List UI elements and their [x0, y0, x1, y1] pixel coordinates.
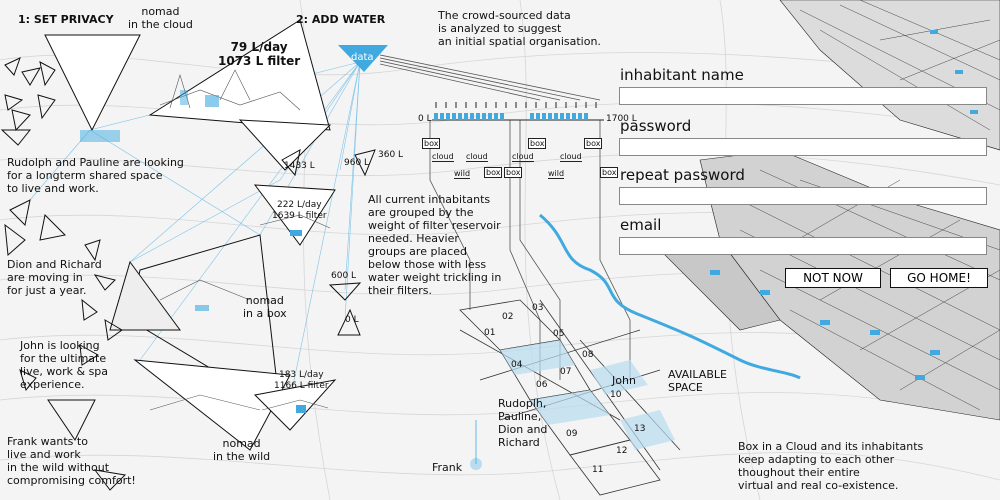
- scale-start: 0 L: [418, 114, 432, 124]
- filter-box-label: 222 L/day 1639 L filter: [272, 200, 327, 221]
- filter-wild-label: 183 L/day 1166 L filter: [274, 370, 329, 391]
- nomad-wild-label: nomad in the wild: [213, 437, 271, 463]
- tag-box: box: [484, 167, 503, 178]
- plan-number: 03: [532, 303, 544, 313]
- data-label: data: [351, 52, 374, 63]
- plan-label-group: Rudoplh, Pauline, Dion and Richard: [498, 397, 548, 449]
- tag-box: box: [504, 167, 523, 178]
- plan-number: 06: [536, 380, 548, 390]
- plan-number: 08: [582, 350, 594, 360]
- tag-box: box: [422, 138, 441, 149]
- cluster-windows: [710, 30, 978, 380]
- plan-number: 09: [566, 429, 578, 439]
- step1-heading: 1: SET PRIVACY: [18, 13, 114, 26]
- volume-0: 0 L: [345, 315, 359, 325]
- isometric-box-cluster: [659, 0, 1000, 421]
- plan-label-frank: Frank: [432, 461, 463, 474]
- plan-number: 05: [553, 329, 565, 339]
- plan-number: 12: [616, 446, 628, 456]
- rudolph-pauline-text: Rudolph and Pauline are looking for a lo…: [7, 156, 184, 195]
- frank-text: Frank wants to live and work in the wild…: [7, 435, 136, 487]
- inhabitant-name-label: inhabitant name: [620, 66, 744, 84]
- plan-label-available-space: AVAILABLE SPACE: [668, 368, 727, 394]
- john-text: John is looking for the ultimate live, w…: [20, 339, 109, 391]
- email-label: email: [620, 216, 662, 234]
- email-input[interactable]: [619, 237, 987, 255]
- repeat-password-input[interactable]: [619, 187, 987, 205]
- plan-number: 13: [634, 424, 646, 434]
- plan-label-john: John: [612, 374, 636, 387]
- password-input[interactable]: [619, 138, 987, 156]
- small-triangles: [0, 57, 376, 491]
- not-now-button[interactable]: NOT NOW: [785, 268, 881, 288]
- plan-number: 01: [484, 328, 496, 338]
- occupied-cells: [500, 340, 675, 450]
- nomad-triangles: [44, 19, 337, 451]
- filter-cloud-label: 79 L/day 1073 L filter: [218, 40, 301, 68]
- tag-box: box: [584, 138, 603, 149]
- nomad-box-label: nomad in a box: [243, 294, 287, 320]
- data-triangle: [338, 45, 388, 72]
- go-home-button[interactable]: GO HOME!: [890, 268, 988, 288]
- step2-heading: 2: ADD WATER: [296, 13, 386, 26]
- password-label: password: [620, 117, 692, 135]
- tag-box: box: [600, 167, 619, 178]
- water-stream: [539, 213, 801, 380]
- dion-richard-text: Dion and Richard are moving in for just …: [7, 258, 102, 297]
- tag-cloud: cloud: [466, 152, 488, 162]
- tag-wild: wild: [454, 169, 471, 179]
- tag-box: box: [528, 138, 547, 149]
- crowd-sourced-text: The crowd-sourced data is analyzed to su…: [438, 9, 601, 48]
- volume-360: 360 L: [378, 150, 404, 160]
- plan-number: 11: [592, 465, 604, 475]
- tag-cloud: cloud: [512, 152, 534, 162]
- repeat-password-label: repeat password: [620, 166, 745, 184]
- volume-600: 600 L: [331, 271, 357, 281]
- scene-highlights: [80, 90, 306, 413]
- scale-end: 1700 L: [606, 114, 637, 124]
- volume-1433: 1433 L: [284, 161, 315, 171]
- nomad-cloud-label: nomad in the cloud: [128, 5, 193, 31]
- tag-cloud: cloud: [432, 152, 454, 162]
- plan-number: 04: [511, 360, 523, 370]
- tag-wild: wild: [548, 169, 565, 179]
- inhabitant-name-input[interactable]: [619, 87, 987, 105]
- closing-text: Box in a Cloud and its inhabitants keep …: [738, 440, 924, 492]
- tag-cloud: cloud: [560, 152, 582, 162]
- grouping-text: All current inhabitants are grouped by t…: [368, 193, 502, 297]
- scale-bar: [432, 102, 604, 121]
- plan-number: 10: [610, 390, 622, 400]
- plan-number: 02: [502, 312, 514, 322]
- plan-number: 07: [560, 367, 572, 377]
- volume-960: 960 L: [344, 158, 370, 168]
